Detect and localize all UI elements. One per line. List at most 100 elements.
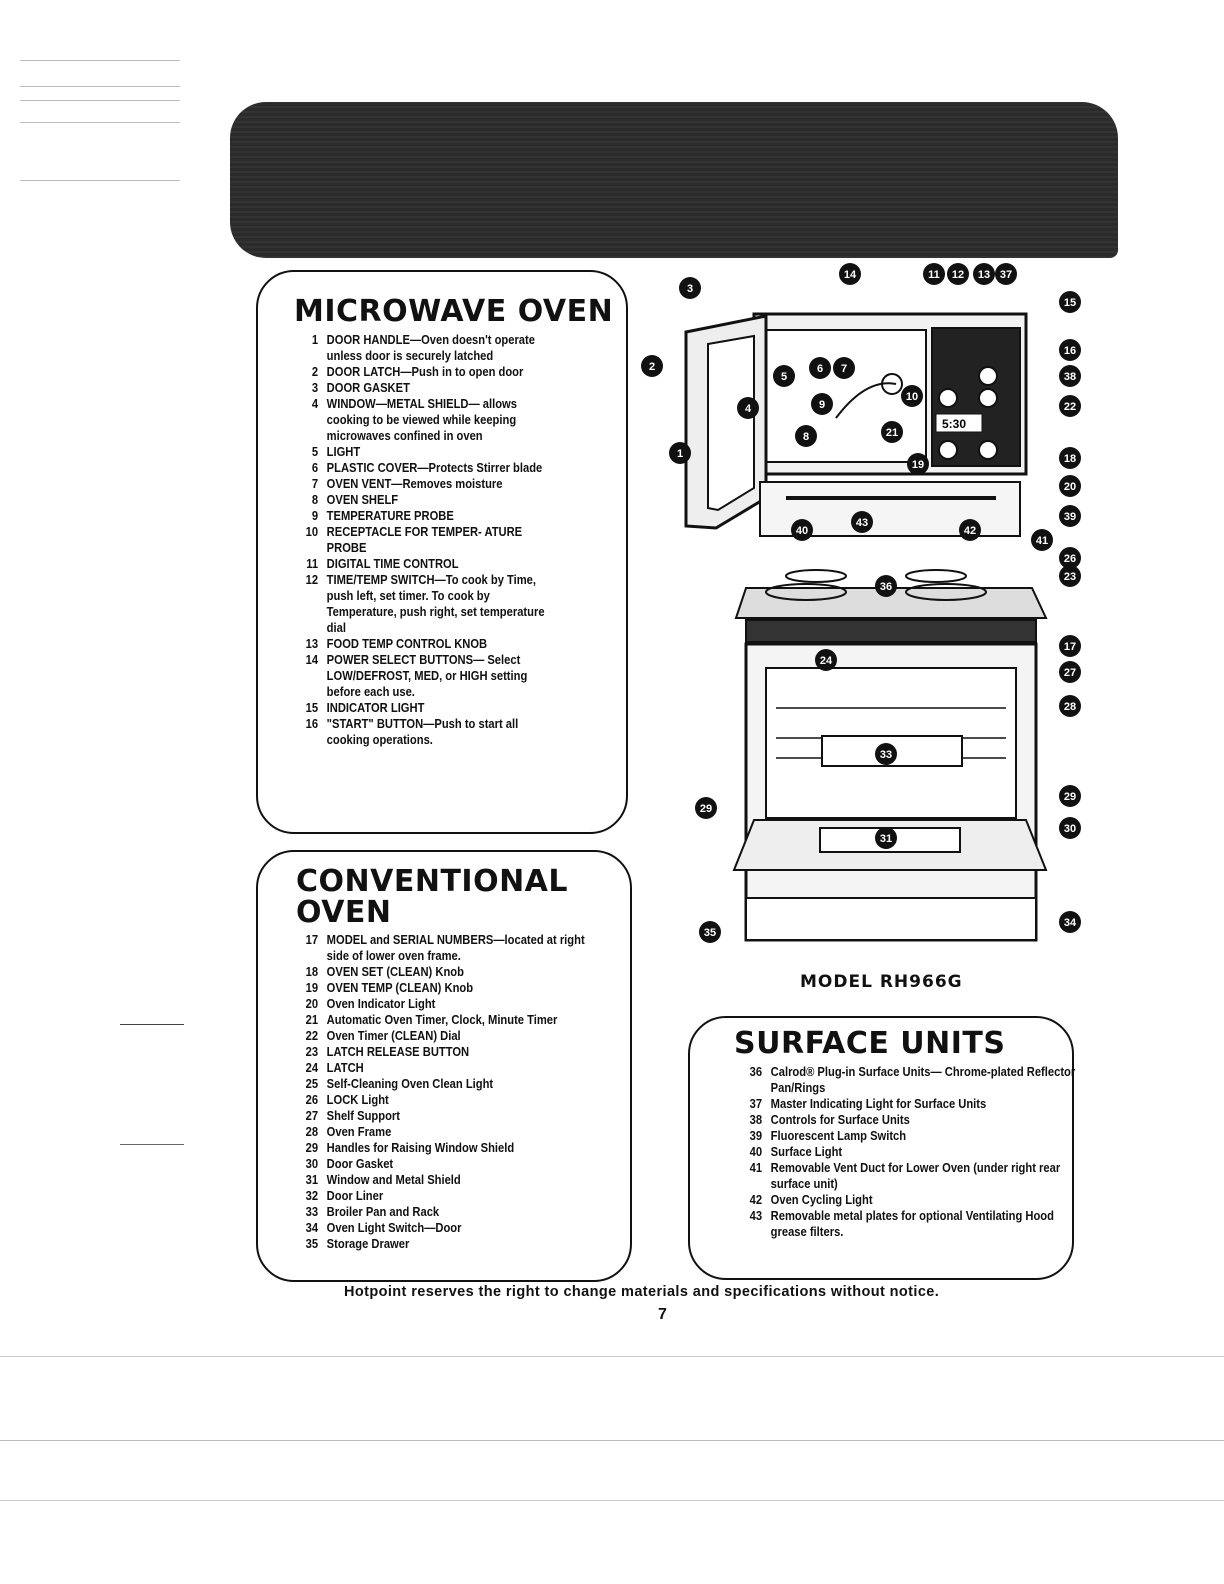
- list-item: 7 OVEN VENT—Removes moisture: [294, 476, 561, 492]
- item-text: Removable metal plates for optional Vent…: [770, 1208, 1054, 1239]
- callout-number: 37: [1000, 269, 1012, 281]
- item-number: 23: [305, 1044, 319, 1059]
- callout-number: 26: [1064, 553, 1076, 565]
- item-number: 16: [305, 716, 319, 731]
- item-number: 37: [749, 1096, 763, 1111]
- item-text: DOOR HANDLE—Oven doesn't operate unless …: [326, 332, 535, 363]
- callout-marker: 22: [1059, 395, 1081, 417]
- item-number: 39: [749, 1128, 763, 1143]
- section-title: SURFACE UNITS: [734, 1026, 1006, 1061]
- item-text: Removable Vent Duct for Lower Oven (unde…: [770, 1160, 1061, 1191]
- callout-marker: 11: [923, 263, 945, 285]
- item-text: Window and Metal Shield: [326, 1172, 461, 1187]
- callout-marker: 17: [1059, 635, 1081, 657]
- callout-marker: 6: [809, 357, 831, 379]
- item-text: DIGITAL TIME CONTROL: [326, 556, 459, 571]
- callout-number: 23: [1064, 571, 1076, 583]
- callout-number: 39: [1064, 511, 1076, 523]
- callout-number: 8: [803, 431, 809, 443]
- callout-number: 35: [704, 927, 716, 939]
- callout-number: 9: [819, 399, 825, 411]
- item-number: 19: [305, 980, 319, 995]
- item-text: Oven Timer (CLEAN) Dial: [326, 1028, 461, 1043]
- callout-marker: 29: [1059, 785, 1081, 807]
- control-knob: [978, 440, 998, 460]
- item-number: 20: [305, 996, 319, 1011]
- item-text: LATCH: [326, 1060, 364, 1075]
- callout-marker: 3: [679, 277, 701, 299]
- item-number: 9: [311, 508, 319, 523]
- callout-marker: 29: [695, 797, 717, 819]
- callout-marker: 36: [875, 575, 897, 597]
- callout-number: 42: [964, 525, 976, 537]
- callout-number: 14: [844, 269, 857, 281]
- item-number: 21: [305, 1012, 319, 1027]
- callout-number: 5: [781, 371, 787, 383]
- item-number: 43: [749, 1208, 763, 1223]
- callout-marker: 30: [1059, 817, 1081, 839]
- item-text: Oven Cycling Light: [770, 1192, 873, 1207]
- callout-number: 34: [1064, 917, 1077, 929]
- item-number: 18: [305, 964, 319, 979]
- footer-note: Hotpoint reserves the right to change ma…: [344, 1284, 940, 1300]
- callout-marker: 42: [959, 519, 981, 541]
- callout-number: 17: [1064, 641, 1076, 653]
- page-number: 7: [658, 1306, 667, 1323]
- item-text: Oven Light Switch—Door: [326, 1220, 462, 1235]
- callout-number: 36: [880, 581, 892, 593]
- callout-marker: 33: [875, 743, 897, 765]
- callout-marker: 20: [1059, 475, 1081, 497]
- section-title: CONVENTIONAL OVEN: [296, 864, 569, 930]
- callout-number: 12: [952, 269, 964, 281]
- item-number: 41: [749, 1160, 763, 1175]
- item-number: 26: [305, 1092, 319, 1107]
- item-number: 38: [749, 1112, 763, 1127]
- callout-marker: 2: [641, 355, 663, 377]
- surface-unit: [785, 569, 847, 583]
- item-text: Fluorescent Lamp Switch: [770, 1128, 907, 1143]
- list-item: 11 DIGITAL TIME CONTROL: [294, 556, 561, 572]
- item-text: DOOR GASKET: [326, 380, 410, 395]
- list-item: 37 Master Indicating Light for Surface Un…: [738, 1096, 1082, 1112]
- item-number: 11: [306, 556, 319, 571]
- scan-artifact: [20, 180, 180, 181]
- list-item: 16"START" BUTTON—Push to start all cooki…: [294, 716, 561, 748]
- control-knob: [978, 388, 998, 408]
- item-text: Automatic Oven Timer, Clock, Minute Time…: [326, 1012, 558, 1027]
- item-text: Oven Frame: [326, 1124, 392, 1139]
- callout-number: 33: [880, 749, 892, 761]
- item-text: Controls for Surface Units: [770, 1112, 910, 1127]
- list-item: 3 DOOR GASKET: [294, 380, 561, 396]
- item-number: 7: [311, 476, 319, 491]
- item-text: Door Gasket: [326, 1156, 394, 1171]
- item-number: 27: [305, 1108, 319, 1123]
- callout-number: 41: [1036, 535, 1048, 547]
- item-number: 3: [311, 380, 319, 395]
- temperature-probe: [835, 382, 897, 419]
- callout-marker: 35: [699, 921, 721, 943]
- item-text: Master Indicating Light for Surface Unit…: [770, 1096, 987, 1111]
- item-number: 28: [305, 1124, 319, 1139]
- callout-number: 11: [928, 269, 940, 281]
- callout-marker: 41: [1031, 529, 1053, 551]
- scan-artifact: [120, 1144, 184, 1145]
- list-item: 43 Removable metal plates for optional Ve…: [738, 1208, 1082, 1240]
- callout-number: 1: [677, 448, 683, 460]
- item-text: OVEN VENT—Removes moisture: [326, 476, 503, 491]
- callout-marker: 19: [907, 453, 929, 475]
- door-window: [707, 334, 755, 512]
- callout-marker: 10: [901, 385, 923, 407]
